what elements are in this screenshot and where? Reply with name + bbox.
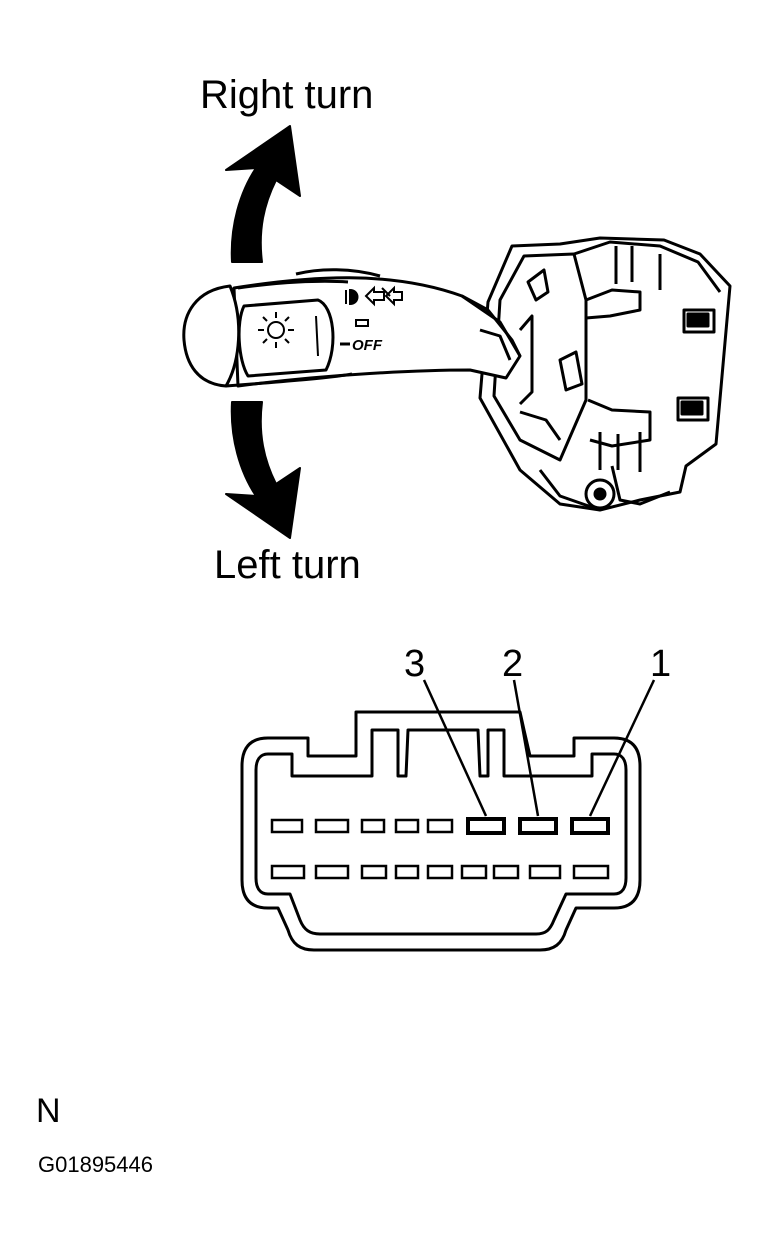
cavity <box>314 818 350 834</box>
pin-1-label: 1 <box>650 643 671 685</box>
cavity <box>528 864 562 880</box>
switch-body <box>478 236 732 512</box>
terminal-2 <box>518 817 558 835</box>
right-turn-label: Right turn <box>200 73 373 117</box>
connector-bottom-row <box>270 864 610 880</box>
cavity <box>360 818 386 834</box>
terminal-3 <box>466 817 506 835</box>
cavity <box>460 864 488 880</box>
terminal-1 <box>570 817 610 835</box>
left-turn-arrow-icon <box>225 401 301 539</box>
off-position-label: OFF <box>352 337 383 354</box>
cavity <box>270 818 304 834</box>
cavity <box>394 864 420 880</box>
cavity <box>492 864 520 880</box>
cavity <box>426 864 454 880</box>
connector-top-row <box>270 817 610 835</box>
headlight-sun-icon <box>258 312 294 348</box>
headlight-position-icon <box>345 285 403 307</box>
view-code: N <box>36 1092 61 1130</box>
turn-signal-lever[interactable] <box>182 268 522 388</box>
cavity <box>360 864 388 880</box>
pin-3-leader <box>422 679 488 817</box>
tail-light-position-icon <box>355 319 369 327</box>
pin-2-leader <box>512 679 540 817</box>
cavity <box>572 864 610 880</box>
pin-leader-lines <box>422 679 656 817</box>
cavity <box>426 818 454 834</box>
cavity <box>270 864 306 880</box>
left-turn-label: Left turn <box>214 543 361 587</box>
pin-1-leader <box>588 679 656 817</box>
cavity <box>394 818 420 834</box>
pin-2-label: 2 <box>502 643 523 685</box>
figure-id: G01895446 <box>38 1152 153 1177</box>
pin-3-label: 3 <box>404 643 425 685</box>
right-turn-arrow-icon <box>225 125 301 263</box>
cavity <box>314 864 350 880</box>
